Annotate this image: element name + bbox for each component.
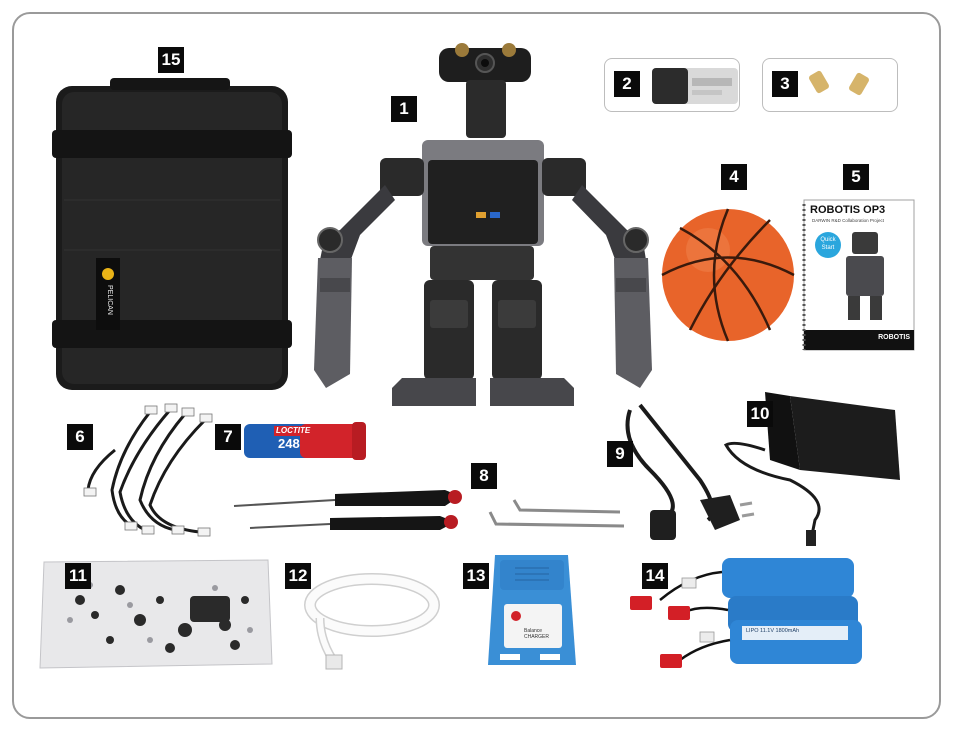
power-adapter bbox=[723, 392, 900, 546]
label-2: 2 bbox=[614, 71, 640, 97]
label-4: 4 bbox=[721, 164, 747, 190]
loctite-brand: LOCTITE bbox=[276, 426, 311, 435]
screwdrivers bbox=[233, 490, 462, 530]
cable-connectors bbox=[83, 403, 213, 537]
label-15: 15 bbox=[158, 47, 184, 73]
label-7: 7 bbox=[215, 424, 241, 450]
battery-charger bbox=[488, 555, 576, 665]
usb-dongle-overlay bbox=[652, 68, 738, 104]
lipo-batteries bbox=[630, 558, 862, 668]
quick-start-manual bbox=[802, 199, 915, 351]
power-cord bbox=[625, 403, 755, 540]
label-6: 6 bbox=[67, 424, 93, 450]
label-12: 12 bbox=[285, 563, 311, 589]
label-10: 10 bbox=[747, 401, 773, 427]
label-14: 14 bbox=[642, 563, 668, 589]
label-3: 3 bbox=[772, 71, 798, 97]
label-9: 9 bbox=[607, 441, 633, 467]
loctite-number: 248 bbox=[278, 436, 300, 451]
charger-label: Balance CHARGER bbox=[524, 628, 550, 640]
manual-footer: ROBOTIS bbox=[878, 334, 910, 341]
hex-keys bbox=[488, 499, 625, 528]
manual-badge: Quick Start bbox=[815, 236, 841, 252]
manual-title: ROBOTIS OP3 bbox=[810, 204, 886, 216]
lan-cable bbox=[304, 573, 440, 670]
label-1: 1 bbox=[391, 96, 417, 122]
case-label: PELICAN bbox=[106, 285, 113, 315]
label-13: 13 bbox=[463, 563, 489, 589]
manual-badge-line1: Quick bbox=[820, 237, 836, 243]
label-5: 5 bbox=[843, 164, 869, 190]
carry-case: PELICAN bbox=[52, 78, 292, 390]
label-11: 11 bbox=[65, 563, 91, 589]
loctite-tube bbox=[244, 422, 366, 460]
fuses-overlay bbox=[809, 70, 869, 96]
manual-badge-line2: Start bbox=[821, 245, 835, 251]
label-8: 8 bbox=[471, 463, 497, 489]
ball bbox=[661, 208, 795, 342]
parts-bag bbox=[39, 559, 273, 669]
robot bbox=[314, 43, 652, 406]
battery-label: LIPO 11.1V 1800mAh bbox=[746, 628, 800, 634]
manual-subtitle: DARWIN R&D Collaboration Project bbox=[812, 218, 884, 223]
